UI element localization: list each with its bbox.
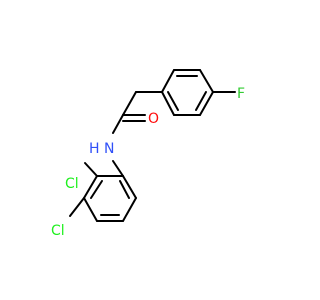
bonds <box>69 69 236 222</box>
bond <box>122 175 137 199</box>
fluorine-label: F <box>237 86 245 102</box>
chlorine-label-lower: Cl <box>51 223 65 239</box>
bond <box>90 180 103 199</box>
bond <box>84 162 98 177</box>
bond <box>69 197 85 217</box>
bond <box>112 114 124 134</box>
oxygen-label: O <box>148 111 159 127</box>
structure-diagram: F O N H Cl Cl <box>51 69 245 239</box>
bond <box>122 197 137 222</box>
chlorine-label-upper: Cl <box>65 176 79 192</box>
bond <box>195 91 207 111</box>
bond <box>83 175 98 199</box>
bond <box>199 69 214 93</box>
nitrogen-label: N <box>104 141 114 157</box>
nitrogen-hydrogen-label: H <box>89 141 100 157</box>
bond <box>167 91 179 111</box>
bond <box>112 160 124 177</box>
bond <box>119 180 130 199</box>
bond <box>161 69 175 93</box>
bond <box>122 91 137 116</box>
bond <box>83 197 98 222</box>
molecule-canvas: F O N H Cl Cl <box>51 69 246 239</box>
bond <box>199 91 214 116</box>
bond <box>161 91 175 116</box>
